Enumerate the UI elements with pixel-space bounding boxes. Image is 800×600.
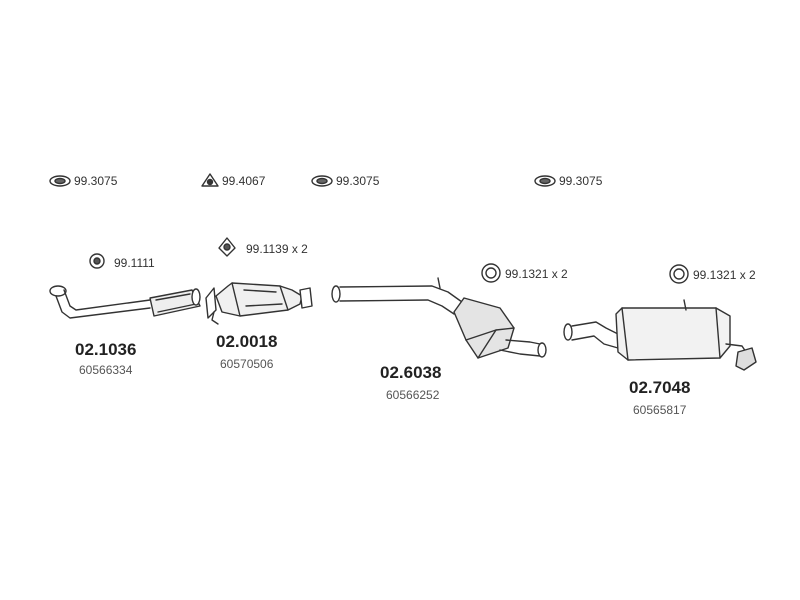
gasket-ring-icon	[89, 253, 105, 269]
part-reference-number: 60566334	[79, 363, 133, 377]
rubber-mount-icon	[534, 175, 556, 187]
hardware-code-label: 99.4067	[222, 174, 266, 188]
fitting-code-label: 99.1321 x 2	[693, 268, 756, 282]
catalytic-converter-part	[205, 282, 313, 325]
sealing-ring-icon	[481, 263, 501, 283]
flange-gasket-icon	[201, 173, 219, 187]
hardware-code-label: 99.3075	[559, 174, 603, 188]
sealing-ring-icon	[669, 264, 689, 284]
rubber-mount-icon	[311, 175, 333, 187]
front-pipe-part	[49, 285, 201, 319]
part-reference-number: 60565817	[633, 403, 687, 417]
part-code-label: 02.6038	[380, 363, 442, 382]
middle-pipe-part	[331, 277, 547, 359]
part-code-label: 02.1036	[75, 340, 137, 359]
fitting-code-label: 99.1111	[114, 256, 155, 270]
hardware-code-label: 99.3075	[74, 174, 118, 188]
hardware-code-label: 99.3075	[336, 174, 380, 188]
part-code-label: 02.0018	[216, 332, 278, 351]
flange-gasket-icon	[218, 237, 236, 257]
part-reference-number: 60566252	[386, 388, 440, 402]
rubber-mount-icon	[49, 175, 71, 187]
fitting-code-label: 99.1139 x 2	[246, 242, 308, 256]
part-reference-number: 60570506	[220, 357, 274, 371]
rear-muffler-part	[563, 299, 757, 371]
part-code-label: 02.7048	[629, 378, 691, 397]
fitting-code-label: 99.1321 x 2	[505, 267, 568, 281]
